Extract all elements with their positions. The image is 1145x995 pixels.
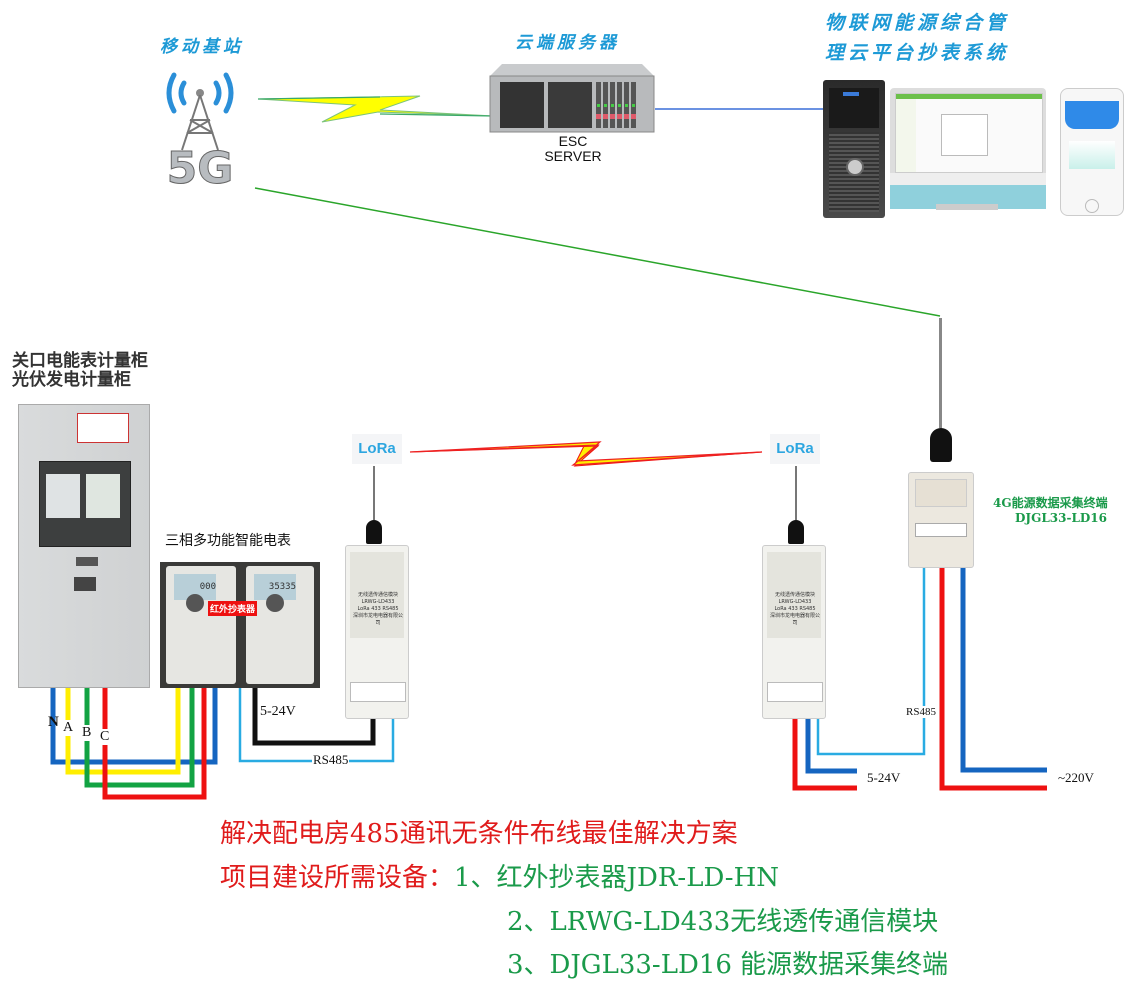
left-power-wire [252, 688, 376, 746]
right-power-wire-blue [805, 718, 857, 774]
smart-meter-photo: 000 35335 红外抄表器 [160, 562, 320, 688]
lora-module-right: 无线透传通信模块 LRWG-LD433 LoRa 433 RS485 深圳市龙电… [762, 545, 826, 719]
5g-base-station-icon: 5G [160, 65, 240, 195]
lora-module-left: 无线透传通信模块 LRWG-LD433 LoRa 433 RS485 深圳市龙电… [345, 545, 409, 719]
wire-label-c: C [100, 729, 110, 745]
terminal-label-line2: DJGL33-LD16 [1015, 511, 1107, 525]
antenna-terminal-icon [928, 318, 952, 468]
data-collection-terminal [908, 472, 974, 568]
terminal-label-line1: 4G能源数据采集终端 [993, 496, 1108, 510]
smartphone-icon [1060, 88, 1124, 216]
footer-headline: 解决配电房485通讯无条件布线最佳解决方案 [220, 819, 738, 849]
footer-item-3: 3、DJGL33-LD16 能源数据采集终端 [507, 950, 949, 980]
lora-badge-left: LoRa [352, 434, 402, 464]
wire-n [50, 687, 218, 765]
cabinet-label-line1: 关口电能表计量柜 [12, 351, 148, 371]
three-phase-wires [50, 687, 218, 800]
wire-label-b: B [82, 725, 92, 741]
footer-equipment-prefix: 项目建设所需设备： [220, 863, 455, 893]
lora-wireless-link [409, 441, 763, 467]
5g-text: 5G [167, 143, 234, 190]
left-power-label: 5-24V [260, 704, 296, 719]
right-rs485-wire [816, 565, 926, 756]
module-sub: LoRa 433 RS485 [357, 606, 399, 612]
module-maker: 深圳市龙电电器有限公司 [352, 613, 403, 626]
lora-badge-right: LoRa [770, 434, 820, 464]
wire-c [102, 687, 207, 800]
cloud-server-title: 云端服务器 [515, 33, 620, 53]
right-power-label: 5-24V [867, 770, 901, 785]
left-rs485-label: RS485 [312, 752, 350, 768]
mains-label: ~220V [1058, 770, 1094, 785]
wire-label-a: A [63, 720, 74, 736]
antenna-right-icon [786, 466, 806, 546]
mains-wire-blue [960, 565, 1047, 773]
mains-wire-red [939, 565, 1047, 791]
module-name: 无线透传通信模块 [774, 592, 815, 598]
antenna-left-icon [364, 466, 384, 546]
wire-label-n: N [48, 714, 59, 730]
wireless-link-5g-server [257, 95, 495, 123]
server-label-line2: SERVER [544, 148, 602, 164]
base-station-title: 移动基站 [160, 37, 244, 57]
module-maker: 深圳市龙电电器有限公司 [769, 613, 820, 626]
monitor-icon [890, 88, 1046, 216]
tower-pc-icon [823, 80, 885, 218]
metering-cabinet-image [18, 404, 150, 688]
footer-item-1: 1、红外抄表器JDR-LD-HN [454, 863, 779, 893]
5g-to-terminal-link [254, 187, 941, 317]
server-label-line1: ESC [558, 133, 588, 149]
platform-title-line2: 理云平台抄表系统 [825, 42, 1010, 64]
right-power-wire-red [792, 718, 857, 791]
smart-meter-label: 三相多功能智能电表 [165, 533, 291, 549]
meter-display-right: 35335 [254, 574, 296, 600]
module-model: LRWG-LD433 [778, 599, 812, 605]
module-model: LRWG-LD433 [361, 599, 395, 605]
rack-server-icon [488, 62, 656, 134]
module-sub: LoRa 433 RS485 [774, 606, 816, 612]
cabinet-label-line2: 光伏发电计量柜 [12, 370, 131, 390]
module-name: 无线透传通信模块 [357, 592, 398, 598]
right-rs485-label: RS485 [906, 706, 936, 718]
platform-title-line1: 物联网能源综合管 [825, 12, 1010, 34]
ir-reader-tag: 红外抄表器 [208, 601, 258, 616]
footer-item-2: 2、LRWG-LD433无线透传通信模块 [507, 907, 939, 937]
